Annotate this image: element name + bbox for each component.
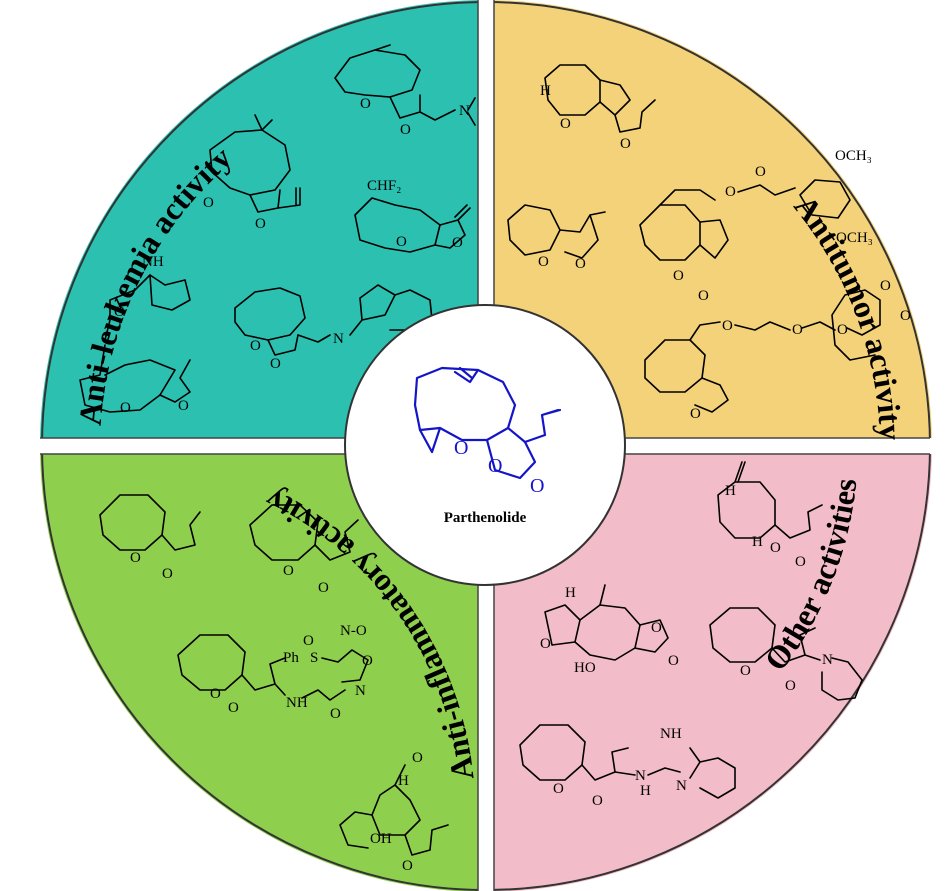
molecule-leukemia-1: O O N: [334, 44, 476, 138]
molecule-tumor-2: O O: [507, 204, 606, 272]
atom-label: HO: [574, 660, 596, 676]
center-label: Parthenolide: [444, 510, 527, 526]
atom-label: O: [452, 235, 463, 251]
atom-label: N: [459, 103, 470, 119]
molecule-inflam-1: O O: [99, 494, 201, 582]
atom-label: O: [270, 356, 281, 372]
atom-label: O: [303, 633, 314, 649]
atom-label: OCH₃: [835, 148, 872, 164]
atom-label: O: [560, 116, 571, 132]
atom-label: O: [538, 254, 549, 270]
atom-label: O: [880, 278, 891, 294]
molecule-tumor-4: O O O O O O: [644, 278, 911, 422]
atom-label: O: [755, 164, 766, 180]
atom-label: N: [676, 778, 687, 794]
atom-label: NH: [660, 726, 682, 742]
atom-label: CHF₂: [367, 178, 401, 194]
atom-label: O: [360, 96, 371, 112]
atom-label: N: [822, 652, 833, 668]
atom-label: O: [540, 636, 551, 652]
molecule-leukemia-4: NH O O O: [79, 254, 191, 416]
atom-label: O: [400, 122, 411, 138]
atom-label: O: [130, 550, 141, 566]
molecule-other-3: N O O: [709, 607, 863, 701]
atom-label: O: [575, 256, 586, 272]
atom-label: O: [362, 653, 373, 669]
atom-label: O: [228, 700, 239, 716]
center-carbonyl-oxygen: O: [530, 475, 544, 497]
atom-label: O: [795, 554, 806, 570]
atom-label: O: [120, 400, 131, 416]
atom-label: OH: [370, 831, 392, 847]
atom-label: O: [620, 136, 631, 152]
molecule-other-4: N H NH N O O: [519, 724, 736, 809]
atom-label: H: [398, 773, 409, 789]
molecule-other-2: H O HO O O: [540, 584, 679, 676]
atom-label: O: [668, 653, 679, 669]
atom-label: H: [725, 483, 736, 499]
atom-label: O: [402, 858, 413, 874]
molecule-leukemia-3: CHF₂ O O: [354, 178, 471, 253]
atom-label: N-O: [340, 623, 367, 639]
atom-label: N: [635, 768, 646, 784]
atom-label: O: [162, 566, 173, 582]
atom-label: O: [318, 580, 329, 596]
atom-label: O: [770, 540, 781, 556]
molecule-leukemia-2: O O: [203, 114, 301, 232]
atom-label: O: [250, 338, 261, 354]
center-lactone-oxygen: O: [488, 455, 502, 477]
atom-label: O: [553, 781, 564, 797]
atom-label: O: [396, 234, 407, 250]
atom-label: O: [698, 288, 709, 304]
molecule-tumor-1: H O O: [540, 64, 656, 152]
atom-label: O: [412, 750, 423, 766]
atom-label: O: [785, 678, 796, 694]
atom-label: N: [355, 683, 366, 699]
atom-label: O: [900, 308, 911, 324]
molecule-inflam-4: O H OH O: [339, 750, 449, 874]
atom-label: O: [740, 663, 751, 679]
atom-label: H: [640, 783, 651, 799]
atom-label: O: [690, 406, 701, 422]
molecule-inflam-2: O O: [249, 504, 359, 596]
atom-label: NH: [142, 254, 164, 270]
atom-label: O: [837, 322, 848, 338]
atom-label: H: [565, 585, 576, 601]
atom-label: N: [333, 331, 344, 347]
atom-label: O: [330, 706, 341, 722]
atom-label: O: [114, 304, 125, 320]
center-epoxide-oxygen: O: [454, 437, 468, 459]
atom-label: O: [255, 216, 266, 232]
atom-label: H: [540, 83, 551, 99]
atom-label: O: [651, 620, 662, 636]
molecule-inflam-3: NH O Ph S O N-O O N O O: [177, 623, 373, 722]
atom-label: O: [178, 398, 189, 414]
atom-label: O: [673, 268, 684, 284]
atom-label: O: [725, 184, 736, 200]
atom-label: O: [283, 563, 294, 579]
atom-label: S: [310, 650, 318, 666]
atom-label: OCH₃: [836, 230, 873, 246]
atom-label: O: [203, 195, 214, 211]
molecule-tumor-3: O O OCH₃ OCH₃ O O: [639, 148, 873, 304]
atom-label: O: [592, 793, 603, 809]
molecule-other-1: H H O O: [717, 461, 823, 570]
atom-label: O: [722, 318, 733, 334]
center-circle: [344, 304, 626, 586]
center-parthenolide: O O O Parthenolide: [344, 304, 626, 586]
atom-label: NH: [286, 695, 308, 711]
atom-label: Ph: [283, 650, 299, 666]
atom-label: O: [210, 686, 221, 702]
atom-label: O: [792, 322, 803, 338]
atom-label: H: [752, 534, 763, 550]
